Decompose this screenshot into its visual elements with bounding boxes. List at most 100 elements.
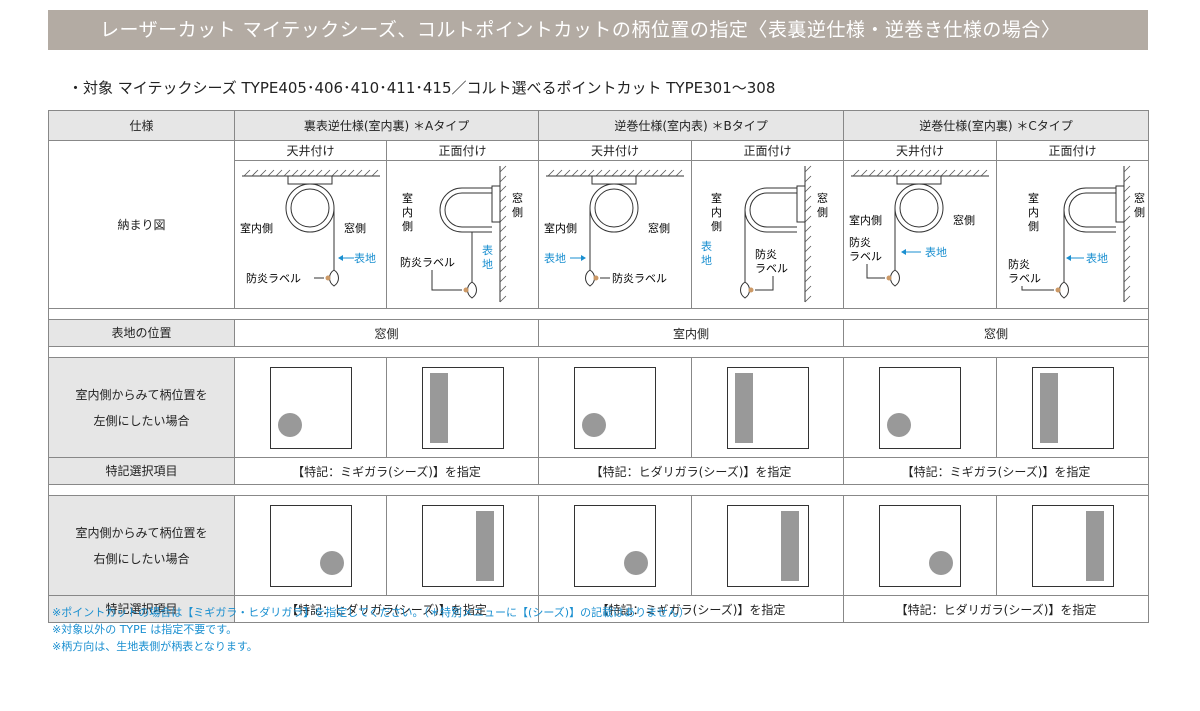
svg-text:防炎: 防炎 <box>849 235 871 249</box>
row-label-right-case: 室内側からみて柄位置を 右側にしたい場合 <box>48 495 235 596</box>
pattern-bar-left <box>421 366 504 449</box>
note-1: ※ポイントカットの場合は【ミギガラ・ヒダリガラ】を指定してください。（＊特別メニ… <box>52 606 690 619</box>
txt-label: 防炎ラベル <box>246 271 301 285</box>
pattern-circle-left <box>879 366 962 449</box>
svg-text:ラベル: ラベル <box>849 250 882 263</box>
svg-text:防炎: 防炎 <box>1008 257 1030 271</box>
svg-text:窓側: 窓側 <box>648 221 670 235</box>
txt-face: 表地 <box>354 251 376 265</box>
special-a-left: 【特記：ミギガラ(シーズ)】を指定 <box>233 457 540 485</box>
mount-ceiling-b: 天井付け <box>538 140 693 161</box>
txt-window: 窓側 <box>344 221 366 235</box>
pattern-bar-right <box>421 504 504 587</box>
note-3: ※柄方向は、生地表側が柄表となります。 <box>52 640 258 653</box>
pattern-a-right-circle <box>234 495 387 596</box>
special-c-left: 【特記：ミギガラ(シーズ)】を指定 <box>843 457 1150 485</box>
roll-diagram-b-front: 室 内 側 窓 側 表 地 防炎 ラベル <box>701 165 828 302</box>
spec-table: 仕様 裏表逆仕様(室内裏) ＊Aタイプ 逆巻仕様(室内表) ＊Bタイプ 逆巻仕様… <box>47 110 1150 623</box>
txt-indoor: 室内側 <box>240 221 273 235</box>
pattern-c-right-circle <box>843 495 998 596</box>
pattern-a-left-circle <box>234 357 387 458</box>
svg-text:側: 側 <box>512 206 523 219</box>
svg-text:表地: 表地 <box>1086 251 1108 265</box>
svg-text:表: 表 <box>701 239 712 253</box>
svg-text:室: 室 <box>1028 191 1039 205</box>
svg-text:防炎: 防炎 <box>755 247 777 261</box>
special-b-left: 【特記：ヒダリガラ(シーズ)】を指定 <box>538 457 845 485</box>
svg-text:室: 室 <box>711 191 722 205</box>
svg-text:地: 地 <box>482 258 493 271</box>
note-2: ※対象以外の TYPE は指定不要です。 <box>52 623 238 636</box>
roll-diagram-b-ceiling: 室内側 窓側 表地 防炎ラベル <box>544 169 685 287</box>
pattern-circle-left <box>574 366 657 449</box>
face-position-b: 室内側 <box>538 319 845 347</box>
pattern-bar-right <box>1031 504 1114 587</box>
svg-text:防炎ラベル: 防炎ラベル <box>612 271 667 285</box>
svg-text:表地: 表地 <box>925 245 947 259</box>
col-header-a: 裏表逆仕様(室内裏) ＊Aタイプ <box>233 110 540 141</box>
svg-text:ラベル: ラベル <box>755 262 788 275</box>
svg-text:内: 内 <box>711 205 722 219</box>
row-label-diagram: 納まり図 <box>48 140 235 309</box>
svg-text:表地: 表地 <box>544 251 566 265</box>
svg-text:側: 側 <box>1028 220 1039 233</box>
svg-text:表: 表 <box>482 243 493 257</box>
pattern-c-left-bar <box>996 357 1150 458</box>
special-c-right: 【特記：ヒダリガラ(シーズ)】を指定 <box>843 595 1150 623</box>
target-subtitle: ・対象 マイテックシーズ TYPE405･406･410･411･415／コルト… <box>68 79 776 97</box>
face-position-c: 窓側 <box>843 319 1150 347</box>
face-position-a: 窓側 <box>233 319 540 347</box>
svg-text:側: 側 <box>402 220 413 233</box>
pattern-b-left-bar <box>691 357 845 458</box>
page-title: レーザーカット マイテックシーズ、コルトポイントカットの柄位置の指定〈表裏逆仕様… <box>48 10 1148 50</box>
row-label-face-position: 表地の位置 <box>48 319 235 347</box>
svg-text:内: 内 <box>402 205 413 219</box>
roll-diagram-a-ceiling: 室内側 窓側 表地 防炎ラベル <box>240 169 380 287</box>
svg-text:側: 側 <box>1134 206 1145 219</box>
roll-diagram-c-ceiling: 室内側 窓側 防炎 ラベル 表地 <box>849 169 990 287</box>
diagram-c-ceiling: 室内側 窓側 防炎 ラベル 表地 <box>843 160 998 309</box>
svg-text:室内側: 室内側 <box>544 221 577 235</box>
pattern-b-right-circle <box>538 495 693 596</box>
row-label-left-case: 室内側からみて柄位置を 左側にしたい場合 <box>48 357 235 458</box>
pattern-circle-right <box>574 504 657 587</box>
special-b-right: 【特記：ミギガラ(シーズ)】を指定 <box>538 595 845 623</box>
mount-front-c: 正面付け <box>996 140 1150 161</box>
pattern-b-right-bar <box>691 495 845 596</box>
pattern-bar-left <box>1031 366 1114 449</box>
col-header-b: 逆巻仕様(室内表) ＊Bタイプ <box>538 110 845 141</box>
pattern-a-left-bar <box>385 357 540 458</box>
pattern-circle-left <box>269 366 352 449</box>
svg-text:窓: 窓 <box>1134 191 1145 205</box>
svg-text:ラベル: ラベル <box>1008 272 1041 285</box>
pattern-a-right-bar <box>385 495 540 596</box>
pattern-bar-left <box>726 366 809 449</box>
svg-text:窓側: 窓側 <box>953 213 975 227</box>
diagram-b-ceiling: 室内側 窓側 表地 防炎ラベル <box>538 160 693 309</box>
txt-label: 防炎ラベル <box>400 255 455 269</box>
diagram-c-front: 室 内 側 窓 側 表地 防炎 ラベル <box>996 160 1150 309</box>
txt-indoor-v: 室 <box>402 191 413 205</box>
pattern-circle-right <box>879 504 962 587</box>
svg-text:室内側: 室内側 <box>849 213 882 227</box>
mount-front-a: 正面付け <box>385 140 540 161</box>
diagram-b-front: 室 内 側 窓 側 表 地 防炎 ラベル <box>691 160 845 309</box>
diagram-a-front: 室 内 側 窓 側 表 地 防炎ラベル <box>385 160 540 309</box>
col-header-c: 逆巻仕様(室内裏) ＊Cタイプ <box>843 110 1150 141</box>
special-a-right: 【特記：ヒダリガラ(シーズ)】を指定 <box>233 595 540 623</box>
svg-text:内: 内 <box>1028 205 1039 219</box>
svg-text:側: 側 <box>817 206 828 219</box>
pattern-circle-right <box>269 504 352 587</box>
mount-ceiling-a: 天井付け <box>234 140 387 161</box>
pattern-b-left-circle <box>538 357 693 458</box>
row-label-special-right: 特記選択項目 <box>48 595 235 623</box>
mount-ceiling-c: 天井付け <box>843 140 998 161</box>
diagram-a-ceiling: 室内側 窓側 表地 防炎ラベル <box>234 160 387 309</box>
svg-text:窓: 窓 <box>817 191 828 205</box>
svg-text:地: 地 <box>701 254 712 267</box>
roll-diagram-c-front: 室 内 側 窓 側 表地 防炎 ラベル <box>1008 165 1145 302</box>
row-label-special-left: 特記選択項目 <box>48 457 235 485</box>
row-label-spec: 仕様 <box>48 110 235 141</box>
roll-diagram-a-front: 室 内 側 窓 側 表 地 防炎ラベル <box>400 165 523 302</box>
svg-text:窓: 窓 <box>512 191 523 205</box>
